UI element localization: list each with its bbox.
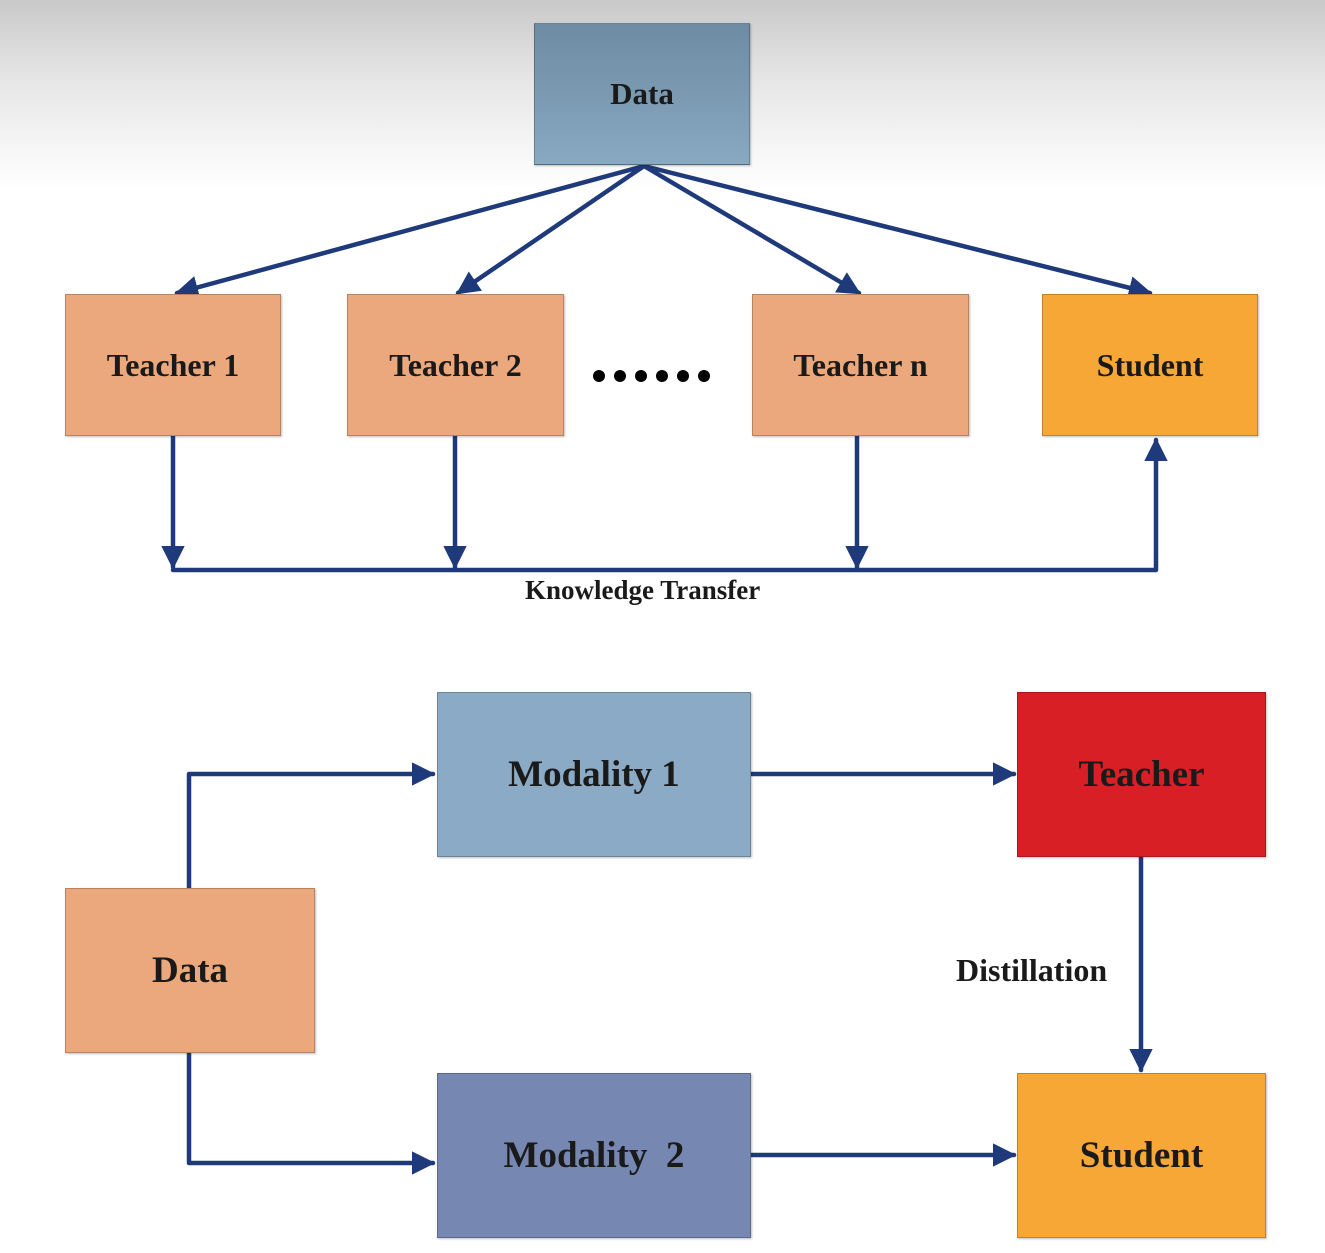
bottom-student-label: Student <box>1079 1135 1204 1176</box>
bottom-data-label: Data <box>151 950 229 991</box>
distillation-label: Distillation <box>956 952 1108 988</box>
teacher-2-box: Teacher 2 <box>347 294 564 436</box>
teacher-n-label: Teacher n <box>793 346 928 383</box>
modality-2-label: Modality 2 <box>503 1135 685 1176</box>
arrow-data-to-modality-2 <box>186 1050 436 1175</box>
bottom-teacher-box: Teacher <box>1017 692 1266 857</box>
teacher-n-box: Teacher n <box>752 294 969 436</box>
modality-2-box: Modality 2 <box>437 1073 751 1238</box>
top-data-box: Data <box>534 23 750 165</box>
modality-1-box: Modality 1 <box>437 692 751 857</box>
ellipsis-dots <box>593 370 710 382</box>
arrow-data-to-teacher-n <box>641 163 862 296</box>
teacher-1-label: Teacher 1 <box>106 346 240 383</box>
arrow-data-to-teacher-2 <box>455 163 647 296</box>
teacher-1-box: Teacher 1 <box>65 294 281 436</box>
teacher-2-label: Teacher 2 <box>389 346 522 383</box>
top-student-label: Student <box>1096 346 1204 383</box>
top-student-box: Student <box>1042 294 1258 436</box>
top-data-label: Data <box>610 76 674 111</box>
arrow-data-to-student <box>641 163 1153 300</box>
bottom-teacher-label: Teacher <box>1078 754 1205 795</box>
arrow-data-to-teacher-1 <box>174 163 647 299</box>
bottom-data-box: Data <box>65 888 315 1053</box>
bottom-student-box: Student <box>1017 1073 1266 1238</box>
knowledge-transfer-bus <box>170 437 1168 573</box>
modality-1-label: Modality 1 <box>508 754 680 795</box>
arrow-data-to-modality-1 <box>186 762 436 891</box>
knowledge-transfer-label: Knowledge Transfer <box>525 575 761 605</box>
